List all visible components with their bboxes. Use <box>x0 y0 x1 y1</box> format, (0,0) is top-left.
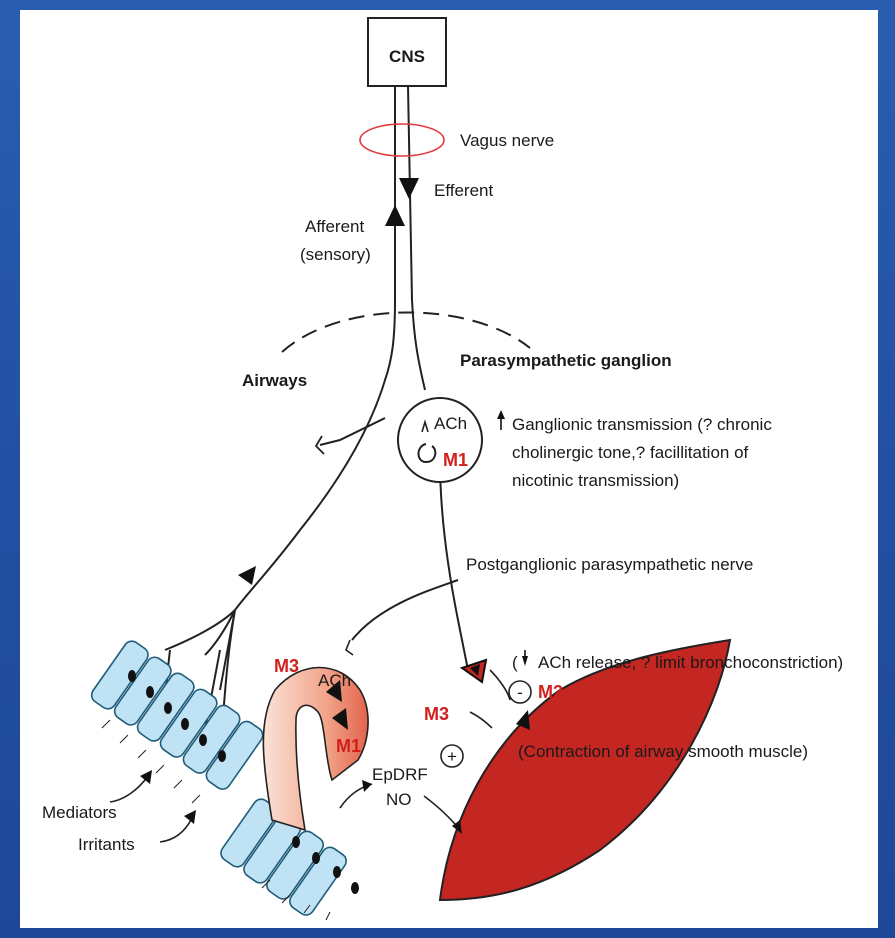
ganglion-m1-label: M1 <box>443 450 468 470</box>
ach-release-prefix: ( <box>512 653 518 672</box>
ganglionic-line3: nicotinic transmission) <box>512 471 679 490</box>
postganglionic-branch <box>352 580 458 640</box>
mediators-arrowhead <box>140 770 152 784</box>
efferent-arrowhead <box>399 178 419 199</box>
vagus-nerve-label: Vagus nerve <box>460 131 554 150</box>
diagram-panel: CNS Vagus nerve Efferent Afferent (senso… <box>20 10 878 928</box>
cns-label: CNS <box>389 47 425 66</box>
mediators-label: Mediators <box>42 803 117 822</box>
irritants-arrow <box>160 818 192 842</box>
ganglion-ach-label: ACh <box>434 414 467 433</box>
gland-ach-label: ACh <box>318 671 351 690</box>
gland-m1-label: M1 <box>336 736 361 756</box>
cns-box: CNS <box>368 18 446 86</box>
ganglion-circle: ACh M1 <box>398 398 482 482</box>
plus-sign: + <box>447 747 457 766</box>
m2-label: M2 <box>538 682 563 702</box>
ganglionic-line1: Ganglionic transmission (? chronic <box>512 415 772 434</box>
gland-m3-label: M3 <box>274 656 299 676</box>
airway-innervation-diagram: CNS Vagus nerve Efferent Afferent (senso… <box>20 10 878 928</box>
contraction-label: (Contraction of airway smooth muscle) <box>518 742 808 761</box>
m3-arc <box>470 712 492 728</box>
no-label: NO <box>386 790 412 809</box>
ganglion-boundary <box>282 312 530 352</box>
minus-sign: - <box>517 683 523 702</box>
efferent-nerve <box>408 86 425 390</box>
airways-label: Airways <box>242 371 307 390</box>
muscle-m3-label: M3 <box>424 704 449 724</box>
epdrf-label: EpDRF <box>372 765 428 784</box>
ach-release-label: ACh release; ? limit bronchoconstriction… <box>538 653 843 672</box>
epdrf-arrowhead <box>362 780 372 792</box>
efferent-to-muscle <box>440 460 468 670</box>
afferent-label-line2: (sensory) <box>300 245 371 264</box>
afferent-nerve <box>235 86 395 610</box>
postganglionic-label: Postganglionic parasympathetic nerve <box>466 555 753 574</box>
efferent-label: Efferent <box>434 181 494 200</box>
mediators-arrow <box>110 776 148 802</box>
afferent-arrowhead <box>385 205 405 226</box>
afferent-mid-arrowhead <box>238 566 256 585</box>
afferent-label-line1: Afferent <box>305 217 365 236</box>
vagus-nerve-ellipse <box>360 124 444 156</box>
ganglion-label: Parasympathetic ganglion <box>460 351 672 370</box>
ganglionic-line2: cholinergic tone,? facillitation of <box>512 443 749 462</box>
m2-feedback-arc <box>490 670 510 700</box>
collateral-branch <box>320 418 385 445</box>
gland-nerve-terminal <box>346 640 353 655</box>
irritants-label: Irritants <box>78 835 135 854</box>
